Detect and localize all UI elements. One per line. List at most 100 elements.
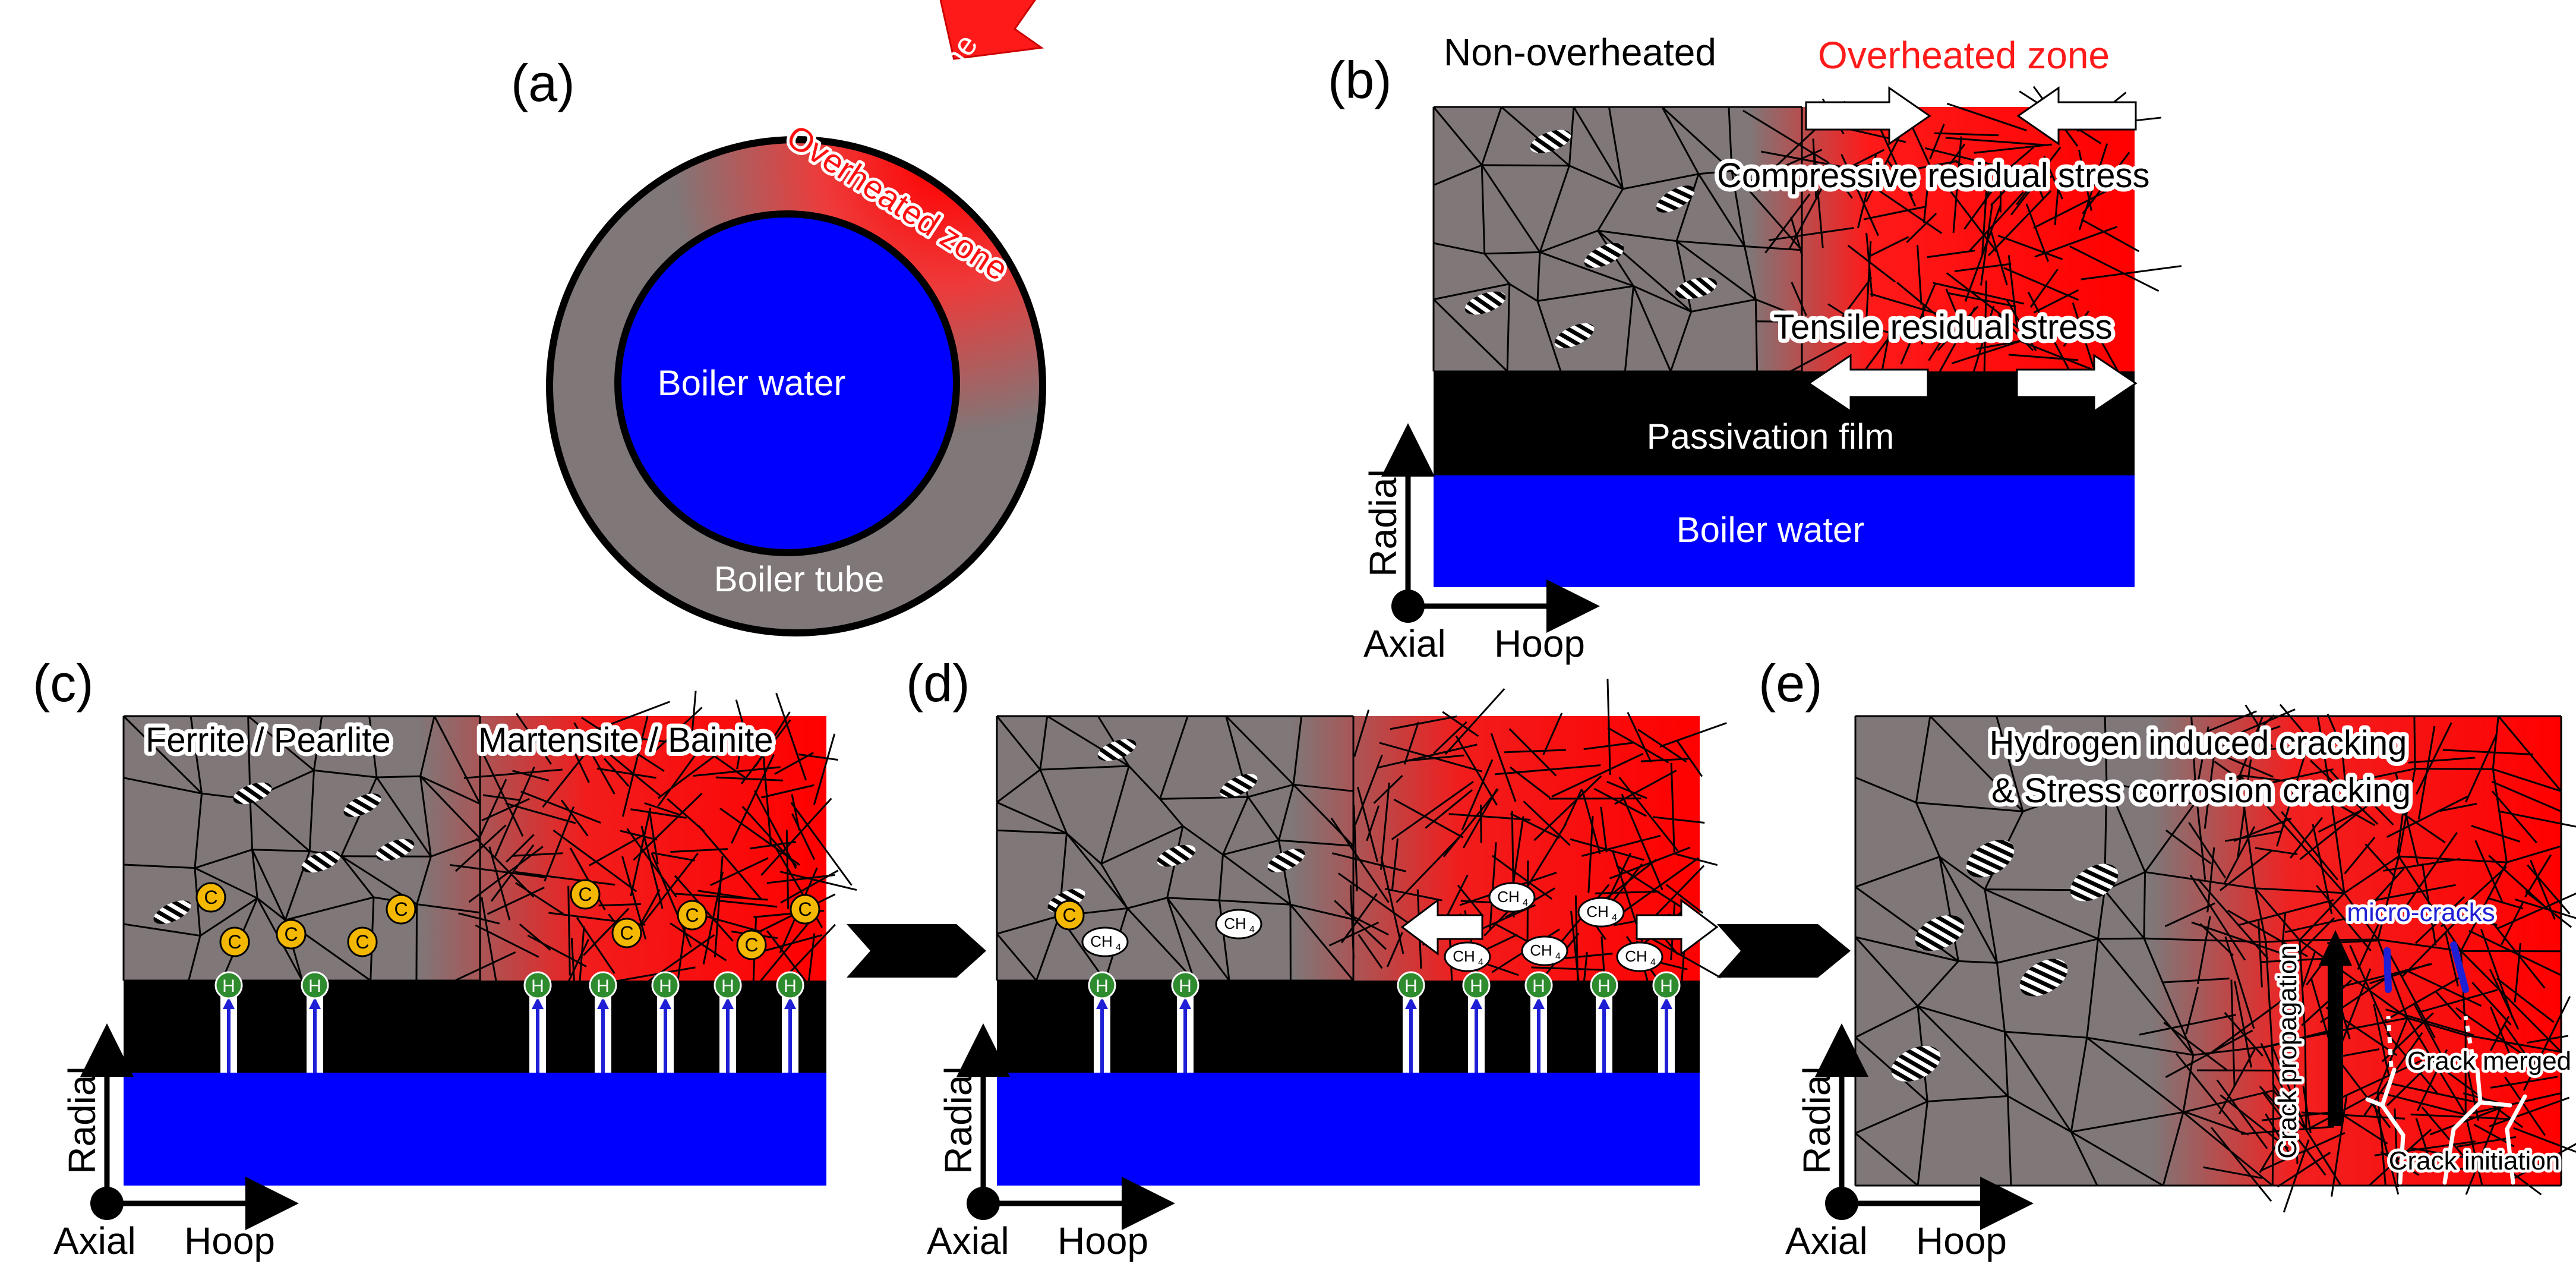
grain-boundary [2022,781,2107,812]
grain-boundary [340,855,375,898]
grain-boundary [1218,855,1224,901]
grain-boundary [2398,856,2462,952]
pearlite-colony [1656,185,1695,213]
martensite-lath [1997,234,2063,260]
grain-boundary [1608,106,1624,190]
martensite-lath [719,900,778,908]
martensite-lath [2081,218,2140,253]
martensite-lath [1462,788,1498,849]
grain-boundary [1100,825,1183,865]
martensite-lath [1593,787,1647,817]
martensite-lath [2455,1007,2536,1064]
martensite-lath [1863,206,1927,220]
carbon-atom [347,926,378,957]
grain-boundary [2299,939,2408,1019]
grain-boundary [1984,889,1998,963]
martensite-lath [2384,975,2463,1022]
grain-boundary [2143,872,2146,939]
martensite-lath [1562,789,1583,830]
martensite-lath [1963,185,1997,230]
martensite-lath [1606,781,1647,799]
martensite-lath [2195,726,2209,795]
methane-subscript: 4 [1650,957,1656,967]
grain-boundary [2492,769,2508,863]
martensite-lath [2216,1079,2268,1149]
martensite-lath [2471,825,2521,843]
martensite-lath [2525,891,2572,928]
pearlite-colony [1267,849,1305,872]
grain-boundary [123,923,201,937]
panel-a: (a) Boiler water Boiler tube Overheated … [511,0,1091,636]
grain-boundary [1182,825,1224,856]
martensite-lath [1934,132,1999,137]
martensite-lath [2489,969,2520,1030]
martensite-lath [2082,152,2130,215]
martensite-lath [1494,764,1601,776]
martensite-lath [2490,1076,2558,1089]
overheated-zone-label: Overheated zone [1818,34,2110,77]
panel-d-label: (d) [906,654,970,713]
grain-boundary [1159,716,1189,799]
martensite-lath [2408,757,2476,764]
martensite-lath [2259,1086,2297,1128]
grain-boundary [1939,856,1998,963]
methane-subscript: 4 [1116,943,1121,953]
pearlite-colony [233,782,272,805]
grain-boundary [1097,716,1130,767]
boiler-water-b-label: Boiler water [1677,510,1865,550]
martensite-lath [2496,978,2555,1023]
micro-cracks [2384,941,2469,993]
grain-boundary [200,897,258,937]
martensite-lath [1987,190,2052,256]
hoop-label-d: Hoop [1057,1219,1148,1262]
hydrogen-atom-symbol: H [596,976,610,996]
martensite-lath [1358,934,1383,969]
grain-boundary [251,849,258,899]
martensite-lath [1510,766,1551,799]
martensite-lath [1865,232,1873,297]
carbon-atom [276,919,307,950]
grain-boundary [123,863,195,869]
martensite-lath [2442,1068,2523,1129]
martensite-lath [1510,812,1560,839]
martensite-lath [1508,728,1557,777]
grain-boundary [1222,853,1291,906]
grain-boundary [2299,892,2345,941]
martensite-bainite-label: Martensite / Bainite [478,721,773,759]
crack-network [2365,1067,2527,1185]
martensite-lath [1906,213,1937,243]
martensite-lath [2373,1004,2390,1077]
martensite-lath [514,871,615,886]
grain-boundary [2328,786,2345,893]
pearlite-colony [343,793,381,817]
grain-boundary [2104,716,2108,783]
martensite-lath [1615,864,1686,910]
hydrogen-atom-symbol: H [308,976,321,996]
martensite-lath [1349,884,1355,959]
grain-boundary [1128,765,1161,800]
grain-boundary [1248,783,1294,798]
grain-boundaries-d [996,715,1355,982]
martensite-lath [1457,884,1484,918]
grain-boundary [1127,897,1168,909]
tensile-arrow-right-d [1636,899,1719,956]
martensite-lath [1945,137,2044,146]
grain-boundary [1483,253,1510,285]
methane-bubble [1081,926,1129,957]
martensite-lath [761,784,815,799]
martensite-lath [761,743,772,847]
axial-label-c: Axial [53,1219,136,1262]
hic-title-line1: Hydrogen induced cracking [1990,724,2407,762]
grain-boundary [194,793,203,868]
grain-boundary [249,799,254,850]
grain-boundary [419,716,435,777]
axes-c: Radial Axial Hoop [53,1023,299,1262]
grain-boundary [2506,845,2562,863]
grain-boundary [996,829,1067,834]
martensite-lath [2504,1076,2546,1136]
martensite-lath [2340,733,2347,792]
carbon-atom-symbol: C [798,899,812,920]
martensite-lath [1983,280,1987,373]
martensite-lath [2312,824,2333,915]
